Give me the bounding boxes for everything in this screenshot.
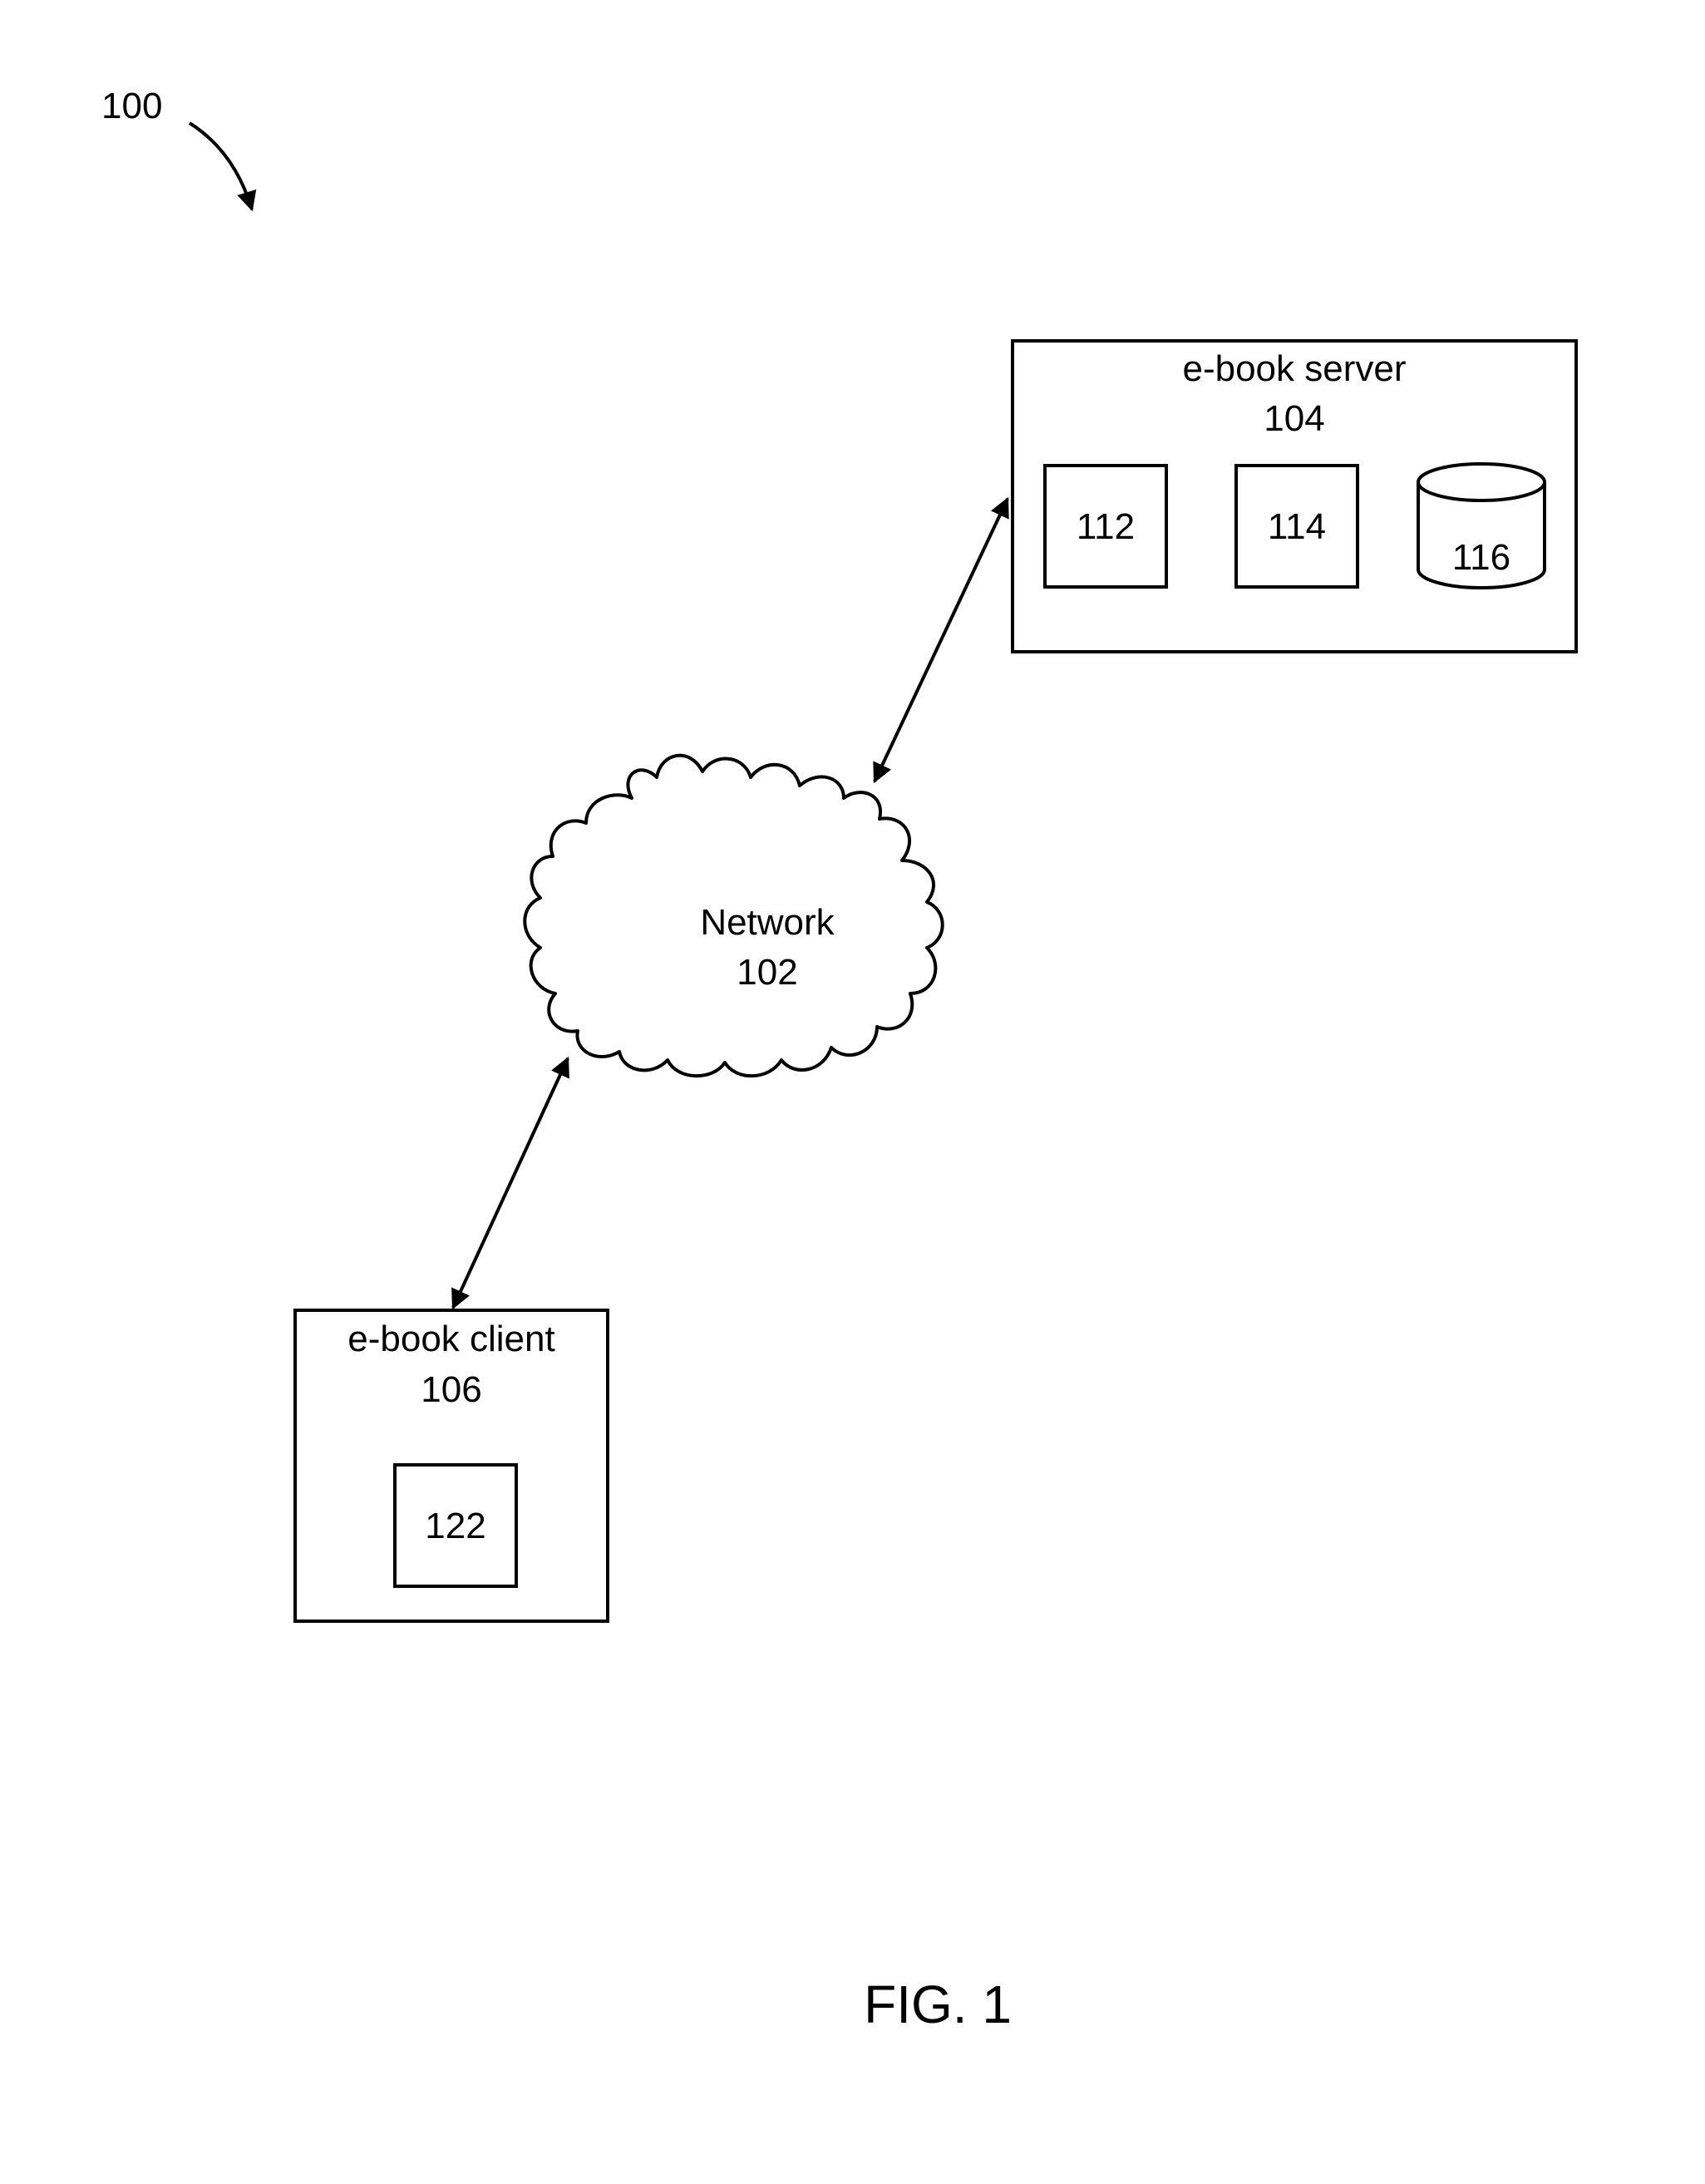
network-title: Network (700, 902, 835, 943)
figure-caption: FIG. 1 (864, 1974, 1012, 2034)
client-node: e-book client 106 122 (293, 1309, 609, 1623)
server-ref: 104 (1264, 398, 1324, 439)
server-network-connector (873, 496, 1009, 784)
client-ref: 106 (421, 1369, 481, 1410)
server-title: e-book server (1182, 348, 1406, 389)
figure-ref-label: 100 (101, 86, 162, 126)
server-module-label: 114 (1268, 506, 1326, 547)
network-client-connector (451, 1056, 569, 1310)
client-title: e-book client (347, 1319, 554, 1359)
client-module-box (393, 1463, 518, 1588)
network-ref: 102 (737, 952, 797, 993)
client-module-label: 122 (425, 1506, 485, 1546)
server-module-box (1234, 464, 1359, 589)
database-icon (1417, 462, 1546, 589)
server-module-box (1043, 464, 1168, 589)
cloud-icon (523, 753, 944, 1078)
database-label: 116 (1452, 537, 1510, 578)
network-node: Network 102 (523, 753, 944, 1078)
figure-ref-arrow (188, 121, 257, 212)
server-module-label: 112 (1077, 506, 1135, 547)
server-node: e-book server 104 112 114 116 (1011, 339, 1578, 653)
